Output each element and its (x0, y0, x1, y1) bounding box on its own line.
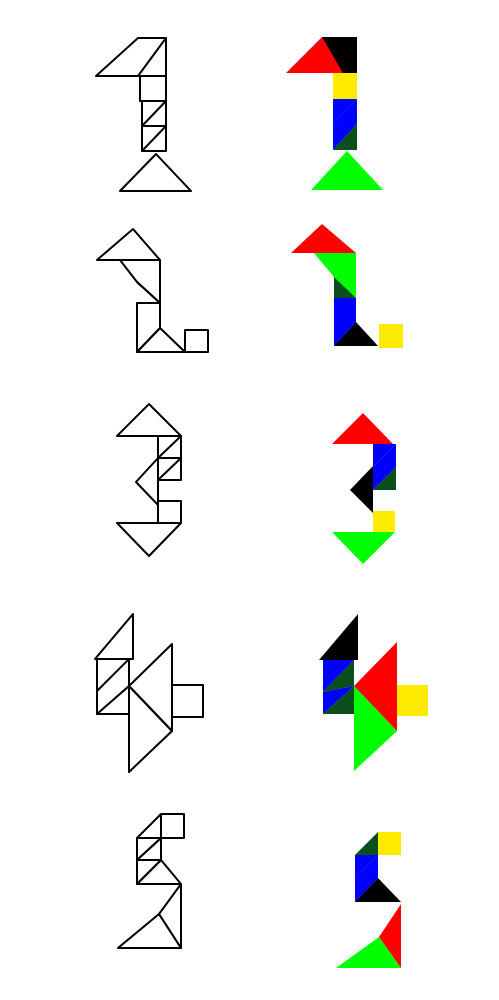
triangle-dark-green (323, 660, 354, 692)
square-yellow (379, 324, 403, 348)
figure-1-outline (95, 37, 192, 192)
triangle-dark-green (355, 832, 378, 855)
figure-4-outline (94, 613, 204, 773)
figure-2-colored (291, 224, 403, 348)
triangle-black (334, 322, 378, 346)
triangle-red (354, 642, 397, 731)
triangle-black (350, 466, 373, 513)
triangle-green (332, 532, 395, 564)
triangle-dark-green (333, 124, 357, 150)
triangle-dark-green (323, 686, 354, 714)
triangle-black (319, 614, 358, 660)
square-yellow (378, 832, 401, 855)
triangle-green (314, 253, 356, 298)
triangle-green (354, 686, 397, 771)
triangle-red (291, 224, 356, 253)
triangle-green (311, 151, 383, 190)
figure-3-outline (116, 403, 182, 557)
figure-3-colored (332, 413, 396, 564)
square-yellow (397, 685, 428, 716)
triangle-blue (355, 855, 378, 878)
triangle-red (379, 904, 401, 968)
triangle-red (332, 413, 393, 444)
triangle-dark-green (373, 467, 396, 490)
triangle-black (355, 878, 401, 902)
square-yellow (373, 511, 395, 532)
triangle-blue (333, 99, 357, 124)
triangle-black (322, 37, 357, 73)
triangle-blue (373, 444, 396, 467)
figure-5-colored (336, 832, 401, 968)
triangle-green (336, 937, 401, 968)
figure-5-outline (117, 813, 185, 949)
triangle-dark-green (334, 277, 356, 298)
figure-1-colored (286, 37, 383, 190)
figure-4-colored (319, 614, 428, 771)
figure-2-outline (96, 228, 209, 353)
triangle-blue (334, 298, 356, 346)
square-yellow (333, 73, 357, 99)
